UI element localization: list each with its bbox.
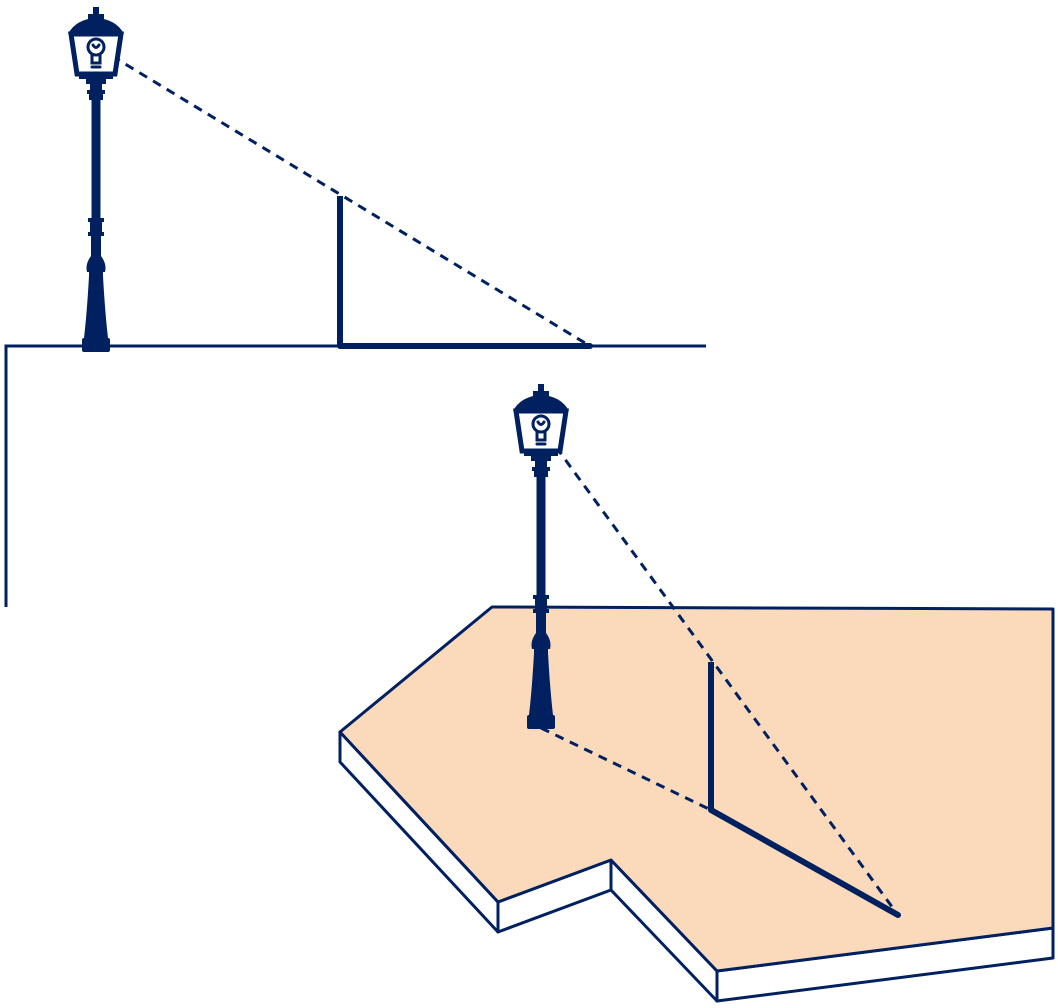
ground-line <box>4 344 706 607</box>
lamp-post <box>68 7 124 352</box>
shadow <box>708 807 901 918</box>
perspective-view-scene <box>338 384 1055 1003</box>
platform <box>338 605 1055 973</box>
side-view-scene <box>4 7 706 607</box>
light-ray <box>554 446 900 916</box>
light-ray <box>111 54 591 348</box>
